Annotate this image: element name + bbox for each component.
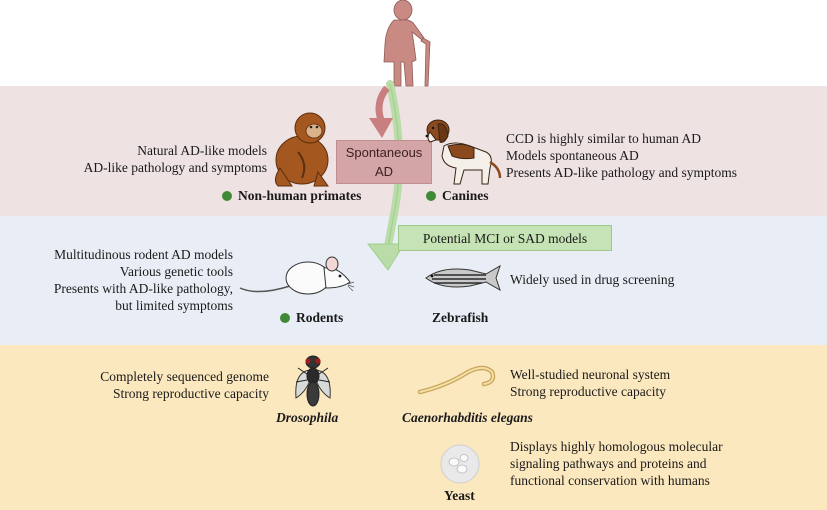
rodents-marker-dot: [280, 313, 290, 323]
c-elegans-line-2: Strong reproductive capacity: [510, 384, 666, 399]
zebrafish-label: Zebrafish: [432, 310, 489, 325]
yeast-line-3: functional conservation with humans: [510, 473, 710, 488]
drosophila-line-2: Strong reproductive capacity: [113, 386, 269, 401]
rodents-line-4: but limited symptoms: [115, 298, 233, 313]
rodents-label: Rodents: [280, 310, 343, 326]
yeast-description: Displays highly homologous molecular sig…: [510, 438, 723, 489]
zebrafish-line-1: Widely used in drug screening: [510, 272, 675, 287]
elderly-human-icon: [383, 0, 431, 87]
canines-line-1: CCD is highly similar to human AD: [506, 131, 702, 146]
canines-label-text: Canines: [442, 188, 489, 203]
zebrafish-icon: [425, 264, 501, 292]
primates-label-text: Non-human primates: [238, 188, 362, 203]
rodents-label-text: Rodents: [296, 310, 344, 325]
rodents-description: Multitudinous rodent AD models Various g…: [54, 246, 233, 314]
drosophila-line-1: Completely sequenced genome: [100, 369, 269, 384]
canines-line-3: Presents AD-like pathology and symptoms: [506, 165, 737, 180]
canines-line-2: Models spontaneous AD: [506, 148, 639, 163]
canines-label: Canines: [426, 188, 489, 204]
drosophila-description: Completely sequenced genome Strong repro…: [100, 368, 269, 402]
c-elegans-description: Well-studied neuronal system Strong repr…: [510, 366, 670, 400]
rat-icon: [239, 256, 355, 295]
c-elegans-line-1: Well-studied neuronal system: [510, 367, 671, 382]
invertebrates-yeast-band: [0, 345, 827, 510]
yeast-icon: [440, 444, 480, 484]
rodents-line-2: Various genetic tools: [119, 264, 233, 279]
primates-label: Non-human primates: [222, 188, 361, 204]
mci-sad-label: Potential MCI or SAD models: [422, 231, 588, 246]
yeast-label: Yeast: [444, 488, 475, 503]
dog-icon: [425, 119, 502, 185]
monkey-icon: [274, 112, 329, 187]
rodents-line-3: Presents with AD-like pathology,: [53, 281, 233, 296]
yeast-line-2: signaling pathways and proteins and: [510, 456, 707, 471]
spontaneous-ad-label: Spontaneous AD: [336, 143, 432, 181]
canines-description: CCD is highly similar to human AD Models…: [506, 130, 737, 181]
rodents-line-1: Multitudinous rodent AD models: [54, 247, 233, 262]
primates-line-1: Natural AD-like models: [137, 143, 267, 158]
canines-marker-dot: [426, 191, 436, 201]
drosophila-label: Drosophila: [276, 410, 339, 425]
yeast-line-1: Displays highly homologous molecular: [510, 439, 723, 454]
mci-sad-box: [398, 225, 612, 251]
spontaneous-line-1: Spontaneous: [345, 145, 423, 160]
primates-line-2: AD-like pathology and symptoms: [83, 160, 267, 175]
primates-description: Natural AD-like models AD-like pathology…: [84, 142, 267, 176]
spontaneous-arrow: [369, 85, 393, 138]
worm-icon: [417, 365, 496, 395]
fly-icon: [295, 355, 331, 407]
c-elegans-label: Caenorhabditis elegans: [402, 410, 533, 425]
zebrafish-description: Widely used in drug screening: [510, 271, 674, 288]
primates-marker-dot: [222, 191, 232, 201]
spontaneous-ad-box: [336, 140, 432, 184]
spontaneous-line-2: AD: [374, 164, 394, 179]
